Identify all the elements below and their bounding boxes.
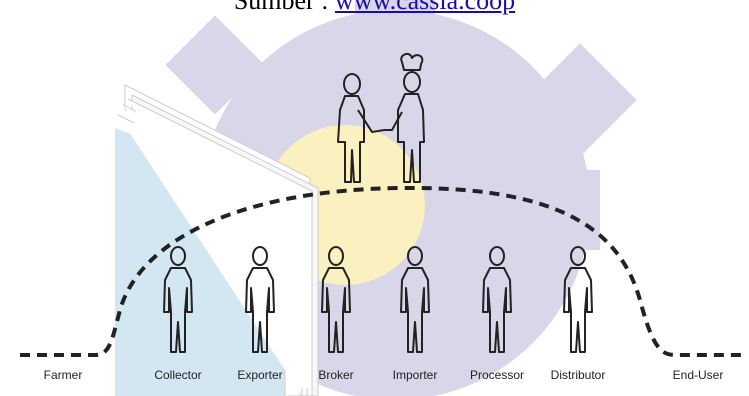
caption-prefix: Sumber : (233, 0, 335, 15)
person-row (163, 246, 593, 353)
role-label-broker: Broker (318, 368, 354, 382)
role-label-processor: Processor (469, 368, 525, 382)
person-icon (400, 246, 430, 353)
role-label-exporter: Exporter (237, 368, 283, 382)
source-link[interactable]: www.cassia.coop (334, 0, 516, 15)
source-caption: Sumber : www.cassia.coop (0, 0, 749, 16)
role-label-farmer: Farmer (43, 368, 83, 382)
person-icon (163, 246, 193, 353)
chef-hat-icon (400, 52, 424, 71)
role-label-importer: Importer (392, 368, 438, 382)
person-icon (245, 246, 275, 353)
role-label-end-user: End-User (672, 368, 724, 382)
person-icon (321, 246, 351, 353)
document-stack (117, 84, 319, 396)
handshake-icon (337, 52, 425, 183)
role-label-collector: Collector (154, 368, 202, 382)
role-label-distributor: Distributor (550, 368, 606, 382)
person-icon (482, 246, 512, 353)
person-icon (563, 246, 593, 353)
